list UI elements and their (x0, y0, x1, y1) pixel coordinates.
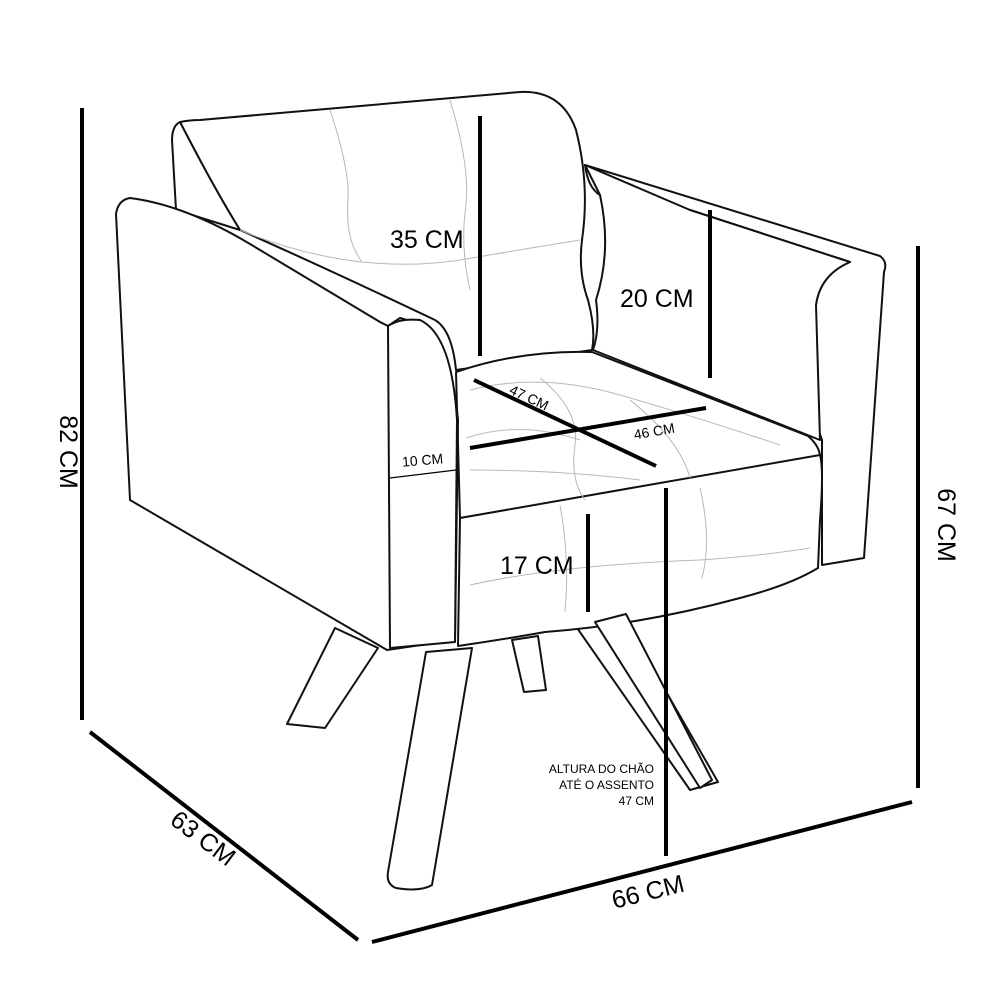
width-line (371, 800, 913, 944)
cushion-height-label: 17 CM (500, 552, 574, 580)
seat-depth-line (473, 378, 657, 468)
seat-front (457, 454, 823, 647)
overall-height-label: 82 CM (54, 415, 82, 489)
seat-width-label: 46 CM (632, 420, 675, 443)
arm-width-line (389, 469, 457, 479)
backrest-height-label: 35 CM (390, 226, 464, 254)
leg-back-center (511, 635, 547, 693)
back-above-arm-label: 20 CM (620, 285, 694, 313)
backrest (179, 90, 595, 371)
seat-height-note-line3: 47 CM (619, 794, 654, 808)
leg-front-left (386, 647, 473, 891)
seat-height-note-line1: ALTURA DO CHÃO (549, 762, 654, 776)
armchair-illustration (115, 90, 887, 891)
arm-left (115, 197, 459, 651)
arm-height-label: 67 CM (932, 488, 960, 562)
backrest-side (171, 121, 241, 231)
depth-line (88, 730, 360, 942)
arm-width-label: 10 CM (401, 450, 443, 470)
arm-left-front (387, 318, 458, 649)
seat-height-note-line2: ATÉ O ASSENTO (559, 777, 654, 792)
seat-height-note: ALTURA DO CHÃO ATÉ O ASSENTO 47 CM (549, 762, 654, 808)
seat-width-line (469, 406, 707, 450)
tufting-lines (239, 99, 811, 613)
leg-back-left (286, 627, 379, 729)
arm-right-inner (584, 164, 851, 441)
dimension-lines (80, 108, 920, 944)
